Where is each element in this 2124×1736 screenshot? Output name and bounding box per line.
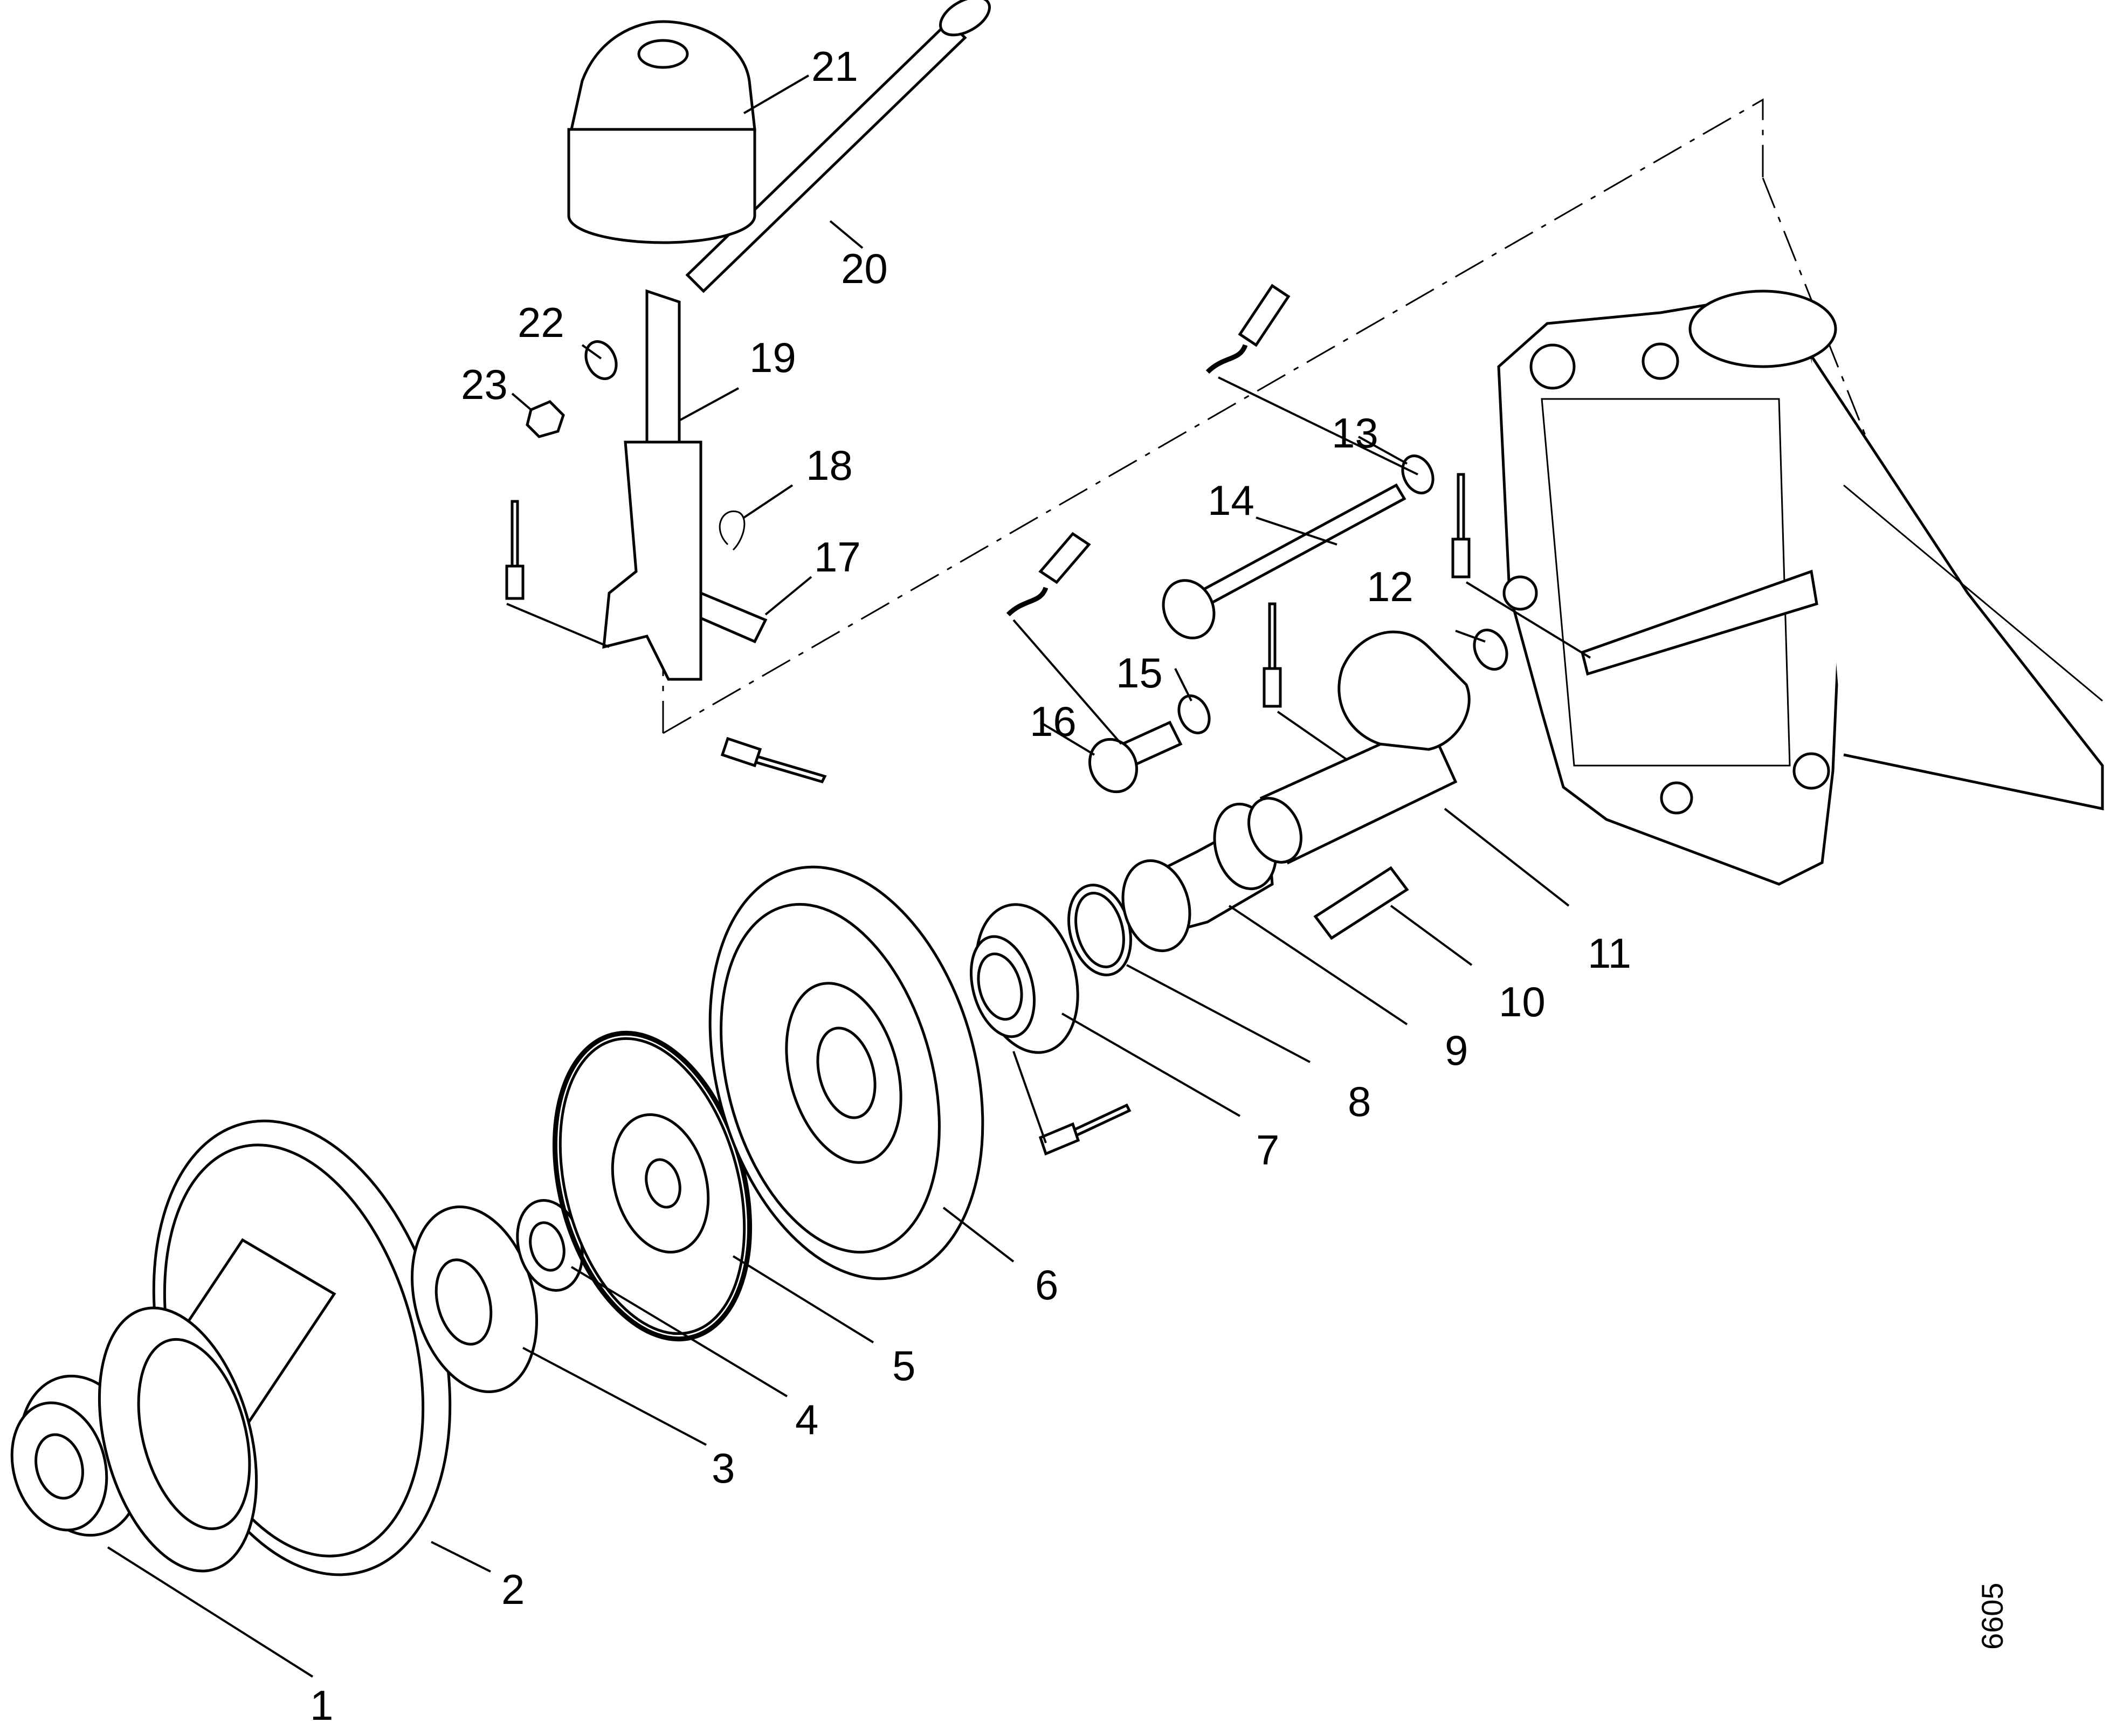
label-21: 21 (811, 43, 858, 90)
label-20: 20 (841, 245, 888, 292)
label-15: 15 (1116, 649, 1163, 697)
part-23-nut (526, 400, 565, 438)
part-22-washer (584, 340, 618, 380)
label-19: 19 (749, 334, 796, 381)
part-16-bolt (1088, 720, 1183, 794)
label-6: 6 (1035, 1261, 1058, 1308)
gearbox-casing (1497, 290, 2104, 886)
part-7-release-bearing (969, 903, 1079, 1054)
part-2-housing (98, 1119, 452, 1576)
label-12: 12 (1367, 563, 1413, 610)
label-8: 8 (1348, 1078, 1371, 1125)
callout-labels: 1 2 3 4 5 6 7 8 9 10 11 12 13 14 15 16 1… (310, 43, 1631, 1729)
part-6-pressure-plate (708, 865, 984, 1280)
reference-number: 6605 (1975, 1582, 2009, 1650)
part-8-ring (1067, 884, 1133, 976)
part-14-long-bolt (1162, 483, 1406, 639)
part-11-guide-tube (1247, 630, 1471, 865)
label-16: 16 (1030, 698, 1077, 745)
label-10: 10 (1499, 978, 1546, 1025)
part-17-pin (691, 591, 768, 644)
grease-tube-icons (1006, 284, 1291, 617)
part-18-clip (719, 510, 746, 551)
part-12-washer (1473, 629, 1508, 671)
label-1: 1 (310, 1682, 333, 1729)
brush-icons (505, 473, 1471, 1156)
label-3: 3 (712, 1444, 735, 1492)
part-10-spring-pin (1313, 866, 1409, 940)
label-4: 4 (795, 1396, 818, 1443)
label-14: 14 (1208, 477, 1254, 524)
label-18: 18 (806, 442, 853, 489)
part-5-clutch-disc (552, 1030, 753, 1342)
part-20-rod (685, 0, 991, 293)
label-2: 2 (501, 1566, 525, 1613)
label-7: 7 (1256, 1126, 1279, 1174)
label-5: 5 (892, 1342, 915, 1389)
label-9: 9 (1445, 1027, 1468, 1074)
part-21-rubber-boot (567, 20, 756, 244)
leader-lines (107, 74, 1591, 1678)
label-22: 22 (518, 299, 564, 346)
part-15-washer (1177, 694, 1211, 734)
label-11: 11 (1588, 929, 1631, 977)
label-23: 23 (461, 361, 508, 408)
label-17: 17 (814, 533, 861, 581)
part-3-hub (410, 1205, 539, 1393)
part-19-fork-lever (602, 289, 702, 681)
label-13: 13 (1332, 409, 1378, 457)
